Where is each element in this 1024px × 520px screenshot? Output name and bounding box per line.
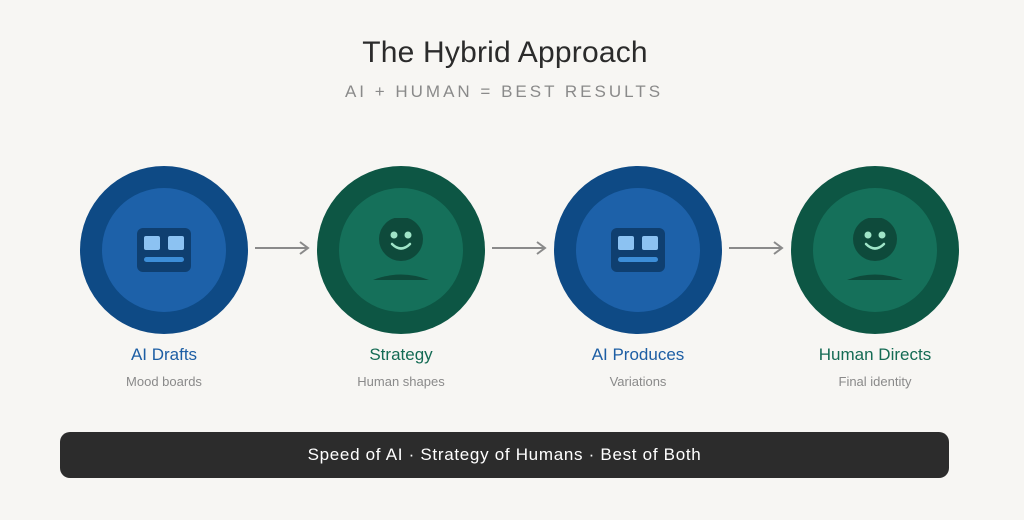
step-description: Variations bbox=[609, 374, 667, 389]
step-circle-inner bbox=[576, 188, 700, 312]
step-label: AI Produces bbox=[591, 345, 685, 364]
page-subtitle: AI + HUMAN = BEST RESULTS bbox=[344, 82, 664, 101]
arrow-right-icon bbox=[729, 241, 784, 255]
step-ai-produces: AI Produces Variations bbox=[554, 166, 722, 389]
step-circle bbox=[791, 166, 959, 334]
step-label: Human Directs bbox=[818, 345, 932, 364]
summary-banner: Speed of AI · Strategy of Humans · Best … bbox=[60, 432, 949, 478]
step-circle-inner bbox=[339, 188, 463, 312]
person-icon bbox=[373, 218, 429, 280]
arrow-right-icon bbox=[492, 241, 547, 255]
step-description: Mood boards bbox=[126, 374, 202, 389]
step-ai-drafts: AI Drafts Mood boards bbox=[80, 166, 248, 389]
robot-icon bbox=[611, 228, 665, 272]
step-human-directs: Human Directs Final identity bbox=[791, 166, 959, 389]
step-label: Strategy bbox=[369, 345, 433, 364]
step-circle bbox=[80, 166, 248, 334]
step-strategy: Strategy Human shapes bbox=[317, 166, 485, 389]
step-description: Human shapes bbox=[357, 374, 445, 389]
step-circle-inner bbox=[813, 188, 937, 312]
step-description: Final identity bbox=[838, 374, 912, 389]
step-circle-inner bbox=[102, 188, 226, 312]
step-label: AI Drafts bbox=[130, 345, 198, 364]
page-title: The Hybrid Approach bbox=[362, 36, 648, 69]
step-circle bbox=[317, 166, 485, 334]
arrow-right-icon bbox=[255, 241, 310, 255]
robot-icon bbox=[137, 228, 191, 272]
person-icon bbox=[847, 218, 903, 280]
step-circle bbox=[554, 166, 722, 334]
